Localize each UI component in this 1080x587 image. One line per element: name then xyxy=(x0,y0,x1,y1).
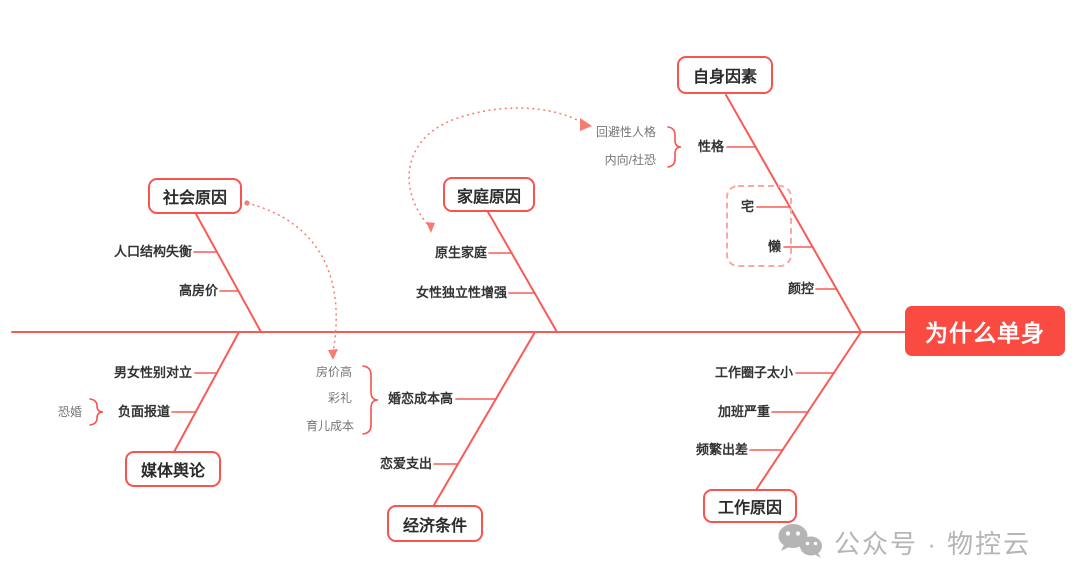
category-label-social: 社会原因 xyxy=(162,190,227,207)
item-population-imbalance[interactable]: 人口结构失衡 xyxy=(113,244,192,259)
branch-economy xyxy=(433,331,536,506)
relation-social-to-houseprice[interactable] xyxy=(246,202,337,353)
head-box-why-single[interactable]: 为什么单身 xyxy=(905,306,1065,356)
brace-fear-marriage xyxy=(89,398,104,426)
category-box-media[interactable]: 媒体舆论 xyxy=(125,451,221,487)
branch-work xyxy=(755,331,862,491)
subitem-avoidant-personality[interactable]: 回避性人格 xyxy=(595,125,656,139)
category-label-self: 自身因素 xyxy=(692,69,757,86)
category-box-social[interactable]: 社会原因 xyxy=(148,178,242,214)
subitem-fear-of-marriage[interactable]: 恐婚 xyxy=(57,405,82,419)
category-label-family: 家庭原因 xyxy=(456,188,521,206)
category-box-work[interactable]: 工作原因 xyxy=(703,489,797,523)
item-lazy[interactable]: 懒 xyxy=(767,239,781,254)
item-heavy-overtime[interactable]: 加班严重 xyxy=(717,404,770,419)
subitem-childcare-cost[interactable]: 育儿成本 xyxy=(305,419,354,433)
branch-family xyxy=(487,211,558,333)
item-dating-expenses[interactable]: 恋爱支出 xyxy=(379,456,432,471)
brace-marriage-cost xyxy=(362,365,379,435)
category-label-media: 媒体舆论 xyxy=(140,463,205,480)
watermark-text: 公众号 · 物控云 xyxy=(834,528,1032,559)
item-frequent-business-trips[interactable]: 频繁出差 xyxy=(695,442,748,457)
group-braces xyxy=(89,126,682,435)
branch-social xyxy=(195,213,262,333)
item-family-of-origin[interactable]: 原生家庭 xyxy=(434,245,487,260)
item-looks-focused[interactable]: 颜控 xyxy=(787,281,814,296)
item-high-house-price[interactable]: 高房价 xyxy=(178,283,218,298)
head-label: 为什么单身 xyxy=(925,320,1045,346)
category-box-self[interactable]: 自身因素 xyxy=(677,56,773,94)
brace-personality xyxy=(667,126,682,168)
watermark: 公众号 · 物控云 xyxy=(776,522,1031,562)
item-marriage-cost-high[interactable]: 婚恋成本高 xyxy=(387,391,453,406)
subitem-house-price-high[interactable]: 房价高 xyxy=(315,365,352,379)
category-box-family[interactable]: 家庭原因 xyxy=(443,177,535,212)
item-negative-reports[interactable]: 负面报道 xyxy=(117,404,170,419)
branch-media xyxy=(173,331,240,453)
item-homebody[interactable]: 宅 xyxy=(740,199,754,214)
item-gender-antagonism[interactable]: 男女性别对立 xyxy=(113,365,192,380)
subitem-introvert-social-anxiety[interactable]: 内向/社恐 xyxy=(604,153,656,167)
relation-arrowheads xyxy=(244,118,592,360)
item-personality[interactable]: 性格 xyxy=(697,139,724,154)
dashed-group-box[interactable] xyxy=(726,185,792,267)
category-box-economy[interactable]: 经济条件 xyxy=(387,505,483,542)
relation-curves[interactable] xyxy=(246,107,585,353)
item-small-work-circle[interactable]: 工作圈子太小 xyxy=(714,365,793,380)
subitem-bride-price[interactable]: 彩礼 xyxy=(327,391,352,405)
wechat-icon xyxy=(778,524,822,558)
item-female-independence[interactable]: 女性独立性增强 xyxy=(415,285,507,300)
category-label-economy: 经济条件 xyxy=(402,517,467,535)
category-label-work: 工作原因 xyxy=(717,500,782,517)
